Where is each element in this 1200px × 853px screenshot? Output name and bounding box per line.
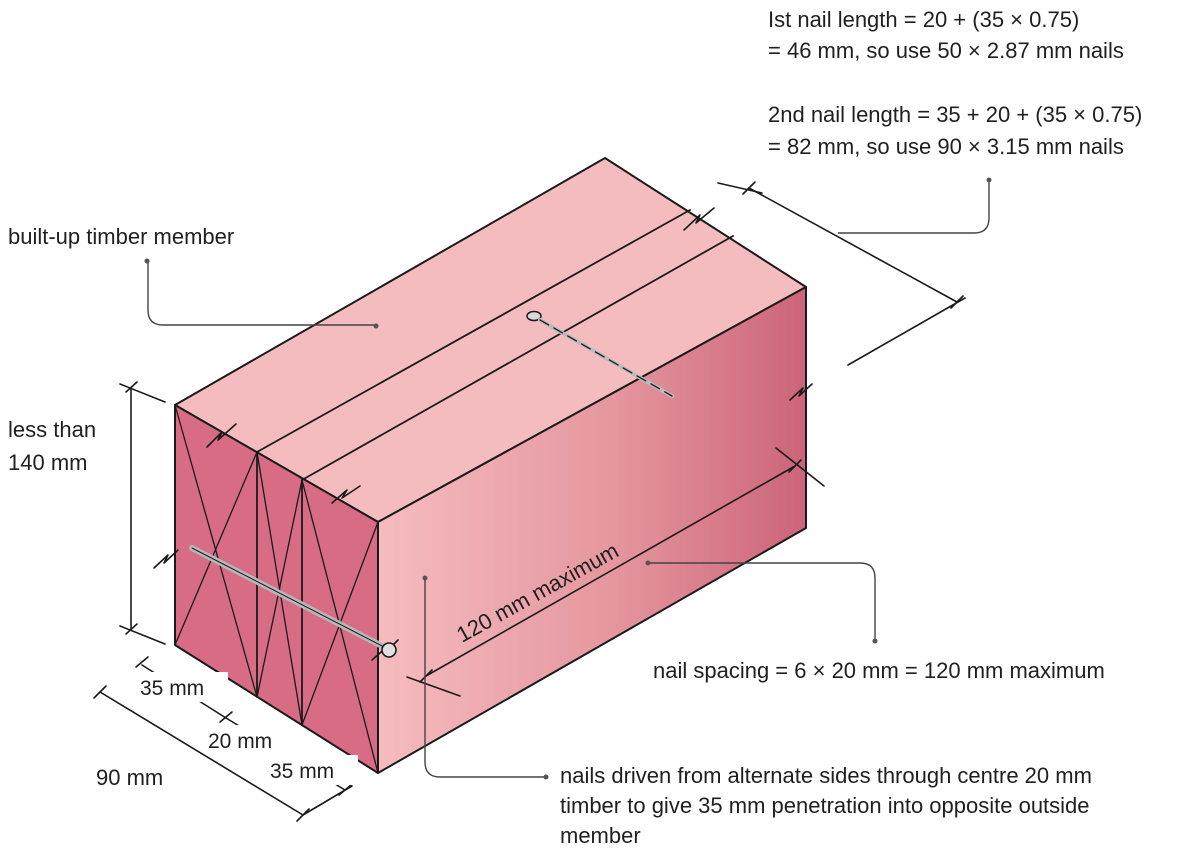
nail-length-dimension [717, 181, 966, 366]
leader-nail-length-dot [986, 177, 992, 183]
second-nail-line1: 2nd nail length = 35 + 20 + (35 × 0.75) [768, 102, 1142, 127]
top-seam-2 [301, 235, 734, 481]
dim-20-bg [206, 725, 294, 755]
leader-member-end [373, 323, 379, 329]
dim-90: 90 mm [96, 765, 163, 790]
leader-nail-length [838, 180, 990, 234]
dim-35-right-bg [268, 755, 358, 785]
nails-note-line1: nails driven from alternate sides throug… [560, 763, 1092, 788]
height-line1: less than [8, 417, 96, 442]
leader-member [147, 262, 376, 326]
second-nail-line2: = 82 mm, so use 90 × 3.15 mm nails [768, 134, 1124, 159]
end-nail [189, 545, 397, 658]
leader-spacing-dot [872, 638, 878, 644]
spacing-note: nail spacing = 6 × 20 mm = 120 mm maximu… [653, 658, 1105, 683]
leader-nails-driven [424, 578, 545, 778]
dim-35-left-bg [136, 672, 228, 702]
dim-20: 20 mm [208, 730, 272, 753]
height-line2: 140 mm [8, 450, 87, 475]
nails-note-line2: timber to give 35 mm penetration into op… [560, 793, 1090, 818]
dim-35-left: 35 mm [140, 677, 204, 700]
top-nail [526, 310, 674, 398]
height-dimension [119, 381, 166, 645]
top-seam-1 [256, 209, 691, 453]
first-nail-line1: Ist nail length = 20 + (35 × 0.75) [768, 7, 1079, 32]
leader-spacing [648, 562, 876, 640]
first-nail-line2: = 46 mm, so use 50 × 2.87 mm nails [768, 38, 1124, 63]
leader-member-dot [144, 258, 150, 264]
spacing-dimension [406, 447, 825, 697]
nails-note-line3: member [560, 823, 641, 848]
dim-35-right: 35 mm [270, 760, 334, 783]
leader-spacing-start [645, 560, 651, 566]
leader-nails-driven-start [422, 575, 428, 581]
leader-nails-driven-dot [543, 774, 549, 780]
member-label: built-up timber member [8, 224, 234, 249]
